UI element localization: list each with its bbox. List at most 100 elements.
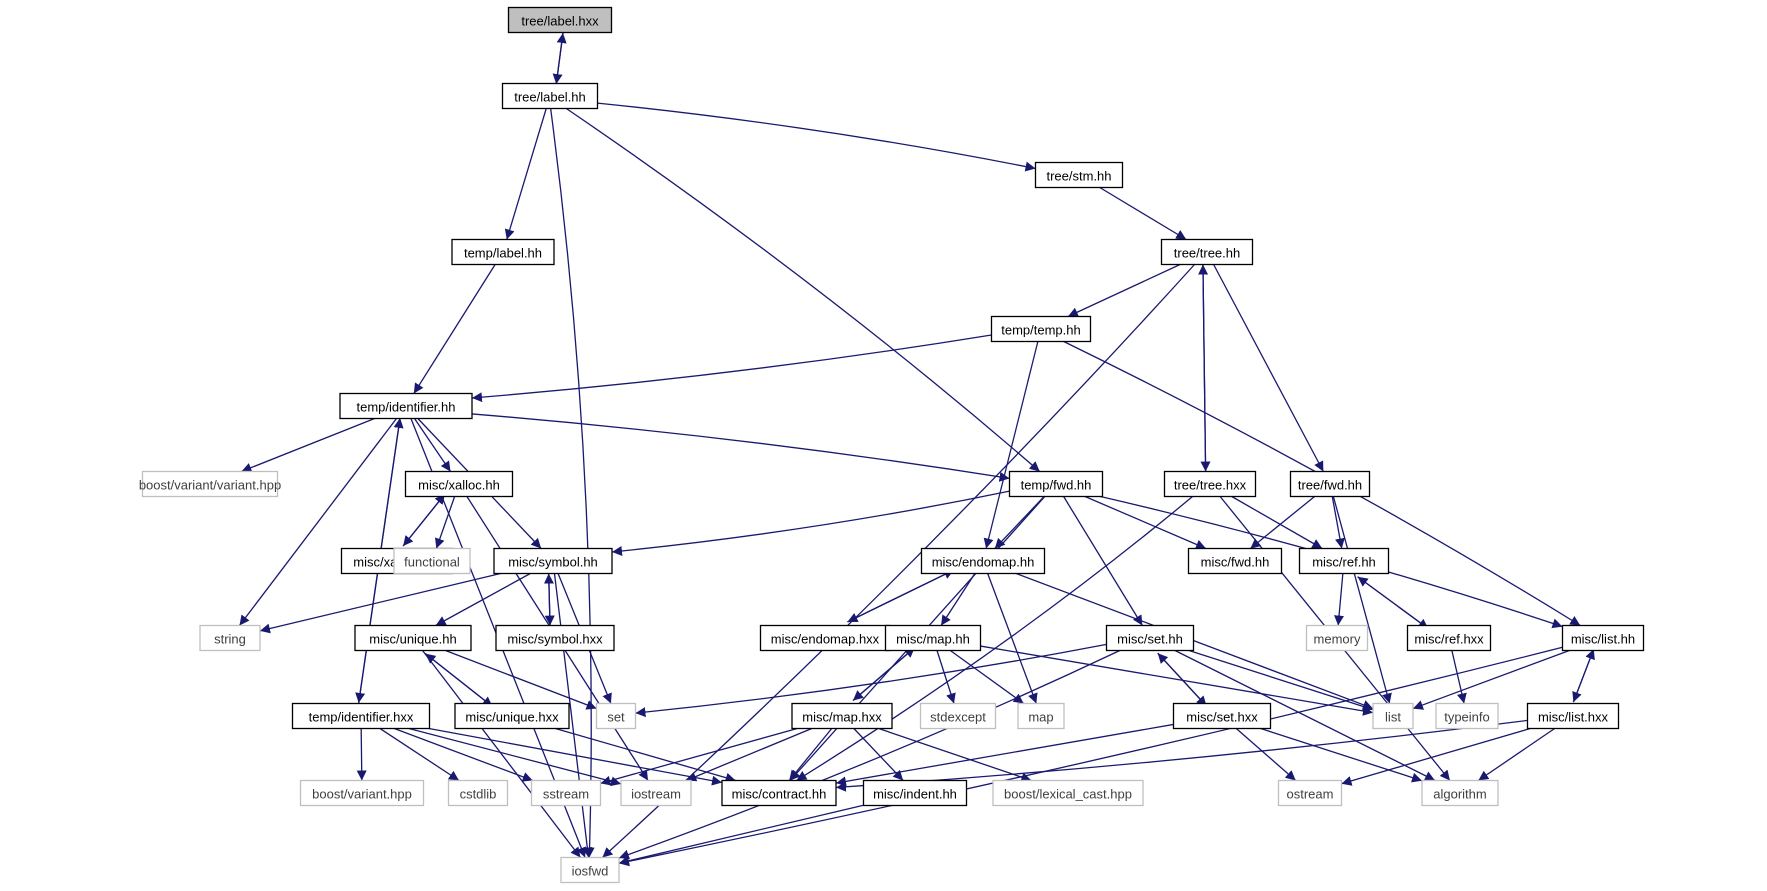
- edge-misc-list-hxx-to-algorithm: [1477, 727, 1556, 782]
- edge-tree-tree-hh-to-temp-temp-hh: [1067, 263, 1181, 318]
- edge-tree-label-hh-to-iosfwd: [550, 108, 595, 858]
- node-temp-identifier-hh[interactable]: temp/identifier.hh: [339, 392, 473, 420]
- node-box: [1277, 779, 1343, 807]
- node-box: [992, 779, 1144, 807]
- edge-temp-identifier-hxx-to-iostream: [408, 727, 622, 787]
- node-misc-contract-hh[interactable]: misc/contract.hh: [721, 779, 837, 807]
- edge-misc-set-hh-to-set: [635, 643, 1107, 718]
- edge-tree-label-hh-to-temp-fwd-hh: [565, 107, 1041, 472]
- edge-misc-endomap-hxx-to-misc-endomap-hh: [847, 569, 955, 623]
- edge-temp-temp-hh-to-misc-endomap-hh: [983, 341, 1039, 549]
- edge-misc-map-hxx-to-misc-map-hh: [852, 646, 916, 701]
- node-box: [199, 624, 261, 652]
- node-box: [791, 702, 893, 730]
- node-box: [354, 624, 472, 652]
- node-box: [447, 779, 509, 807]
- node-tree-tree-hxx[interactable]: tree/tree.hxx: [1163, 470, 1257, 498]
- node-box: [1298, 547, 1390, 575]
- node-memory: memory: [1305, 624, 1369, 652]
- edge-misc-set-hxx-to-misc-contract-hh: [835, 723, 1174, 787]
- edge-misc-unique-hh-to-iosfwd: [422, 650, 581, 858]
- node-misc-list-hh[interactable]: misc/list.hh: [1561, 624, 1645, 652]
- node-box: [1160, 238, 1254, 266]
- node-misc-unique-hxx[interactable]: misc/unique.hxx: [454, 702, 570, 730]
- node-misc-symbol-hxx[interactable]: misc/symbol.hxx: [495, 624, 615, 652]
- node-label: list: [1385, 710, 1401, 725]
- node-misc-map-hh[interactable]: misc/map.hh: [884, 624, 982, 652]
- node-tree-tree-hh[interactable]: tree/tree.hh: [1160, 238, 1254, 266]
- edge-misc-symbol-hh-to-misc-unique-hh: [435, 572, 531, 627]
- node-label: misc/map.hxx: [802, 710, 882, 725]
- node-box: [1421, 779, 1499, 807]
- node-functional: functional: [393, 547, 471, 575]
- edge-temp-identifier-hh-to-misc-xalloc-hh: [413, 418, 452, 472]
- node-label: algorithm: [1433, 787, 1486, 802]
- node-label: temp/fwd.hh: [1021, 478, 1092, 493]
- node-misc-endomap-hh[interactable]: misc/endomap.hh: [920, 547, 1046, 575]
- node-temp-fwd-hh[interactable]: temp/fwd.hh: [1008, 470, 1104, 498]
- node-label: tree/fwd.hh: [1298, 478, 1362, 493]
- node-misc-set-hh[interactable]: misc/set.hh: [1105, 624, 1195, 652]
- edge-misc-map-hh-to-list: [980, 645, 1374, 716]
- node-box: [1008, 470, 1104, 498]
- node-label: tree/label.hxx: [521, 14, 599, 29]
- node-tree-label-hh[interactable]: tree/label.hh: [501, 82, 599, 110]
- node-misc-ref-hh[interactable]: misc/ref.hh: [1298, 547, 1390, 575]
- node-box: [560, 856, 620, 884]
- node-label: temp/temp.hh: [1001, 323, 1081, 338]
- edge-misc-endomap-hh-to-map: [987, 573, 1038, 704]
- node-label: boost/variant.hpp: [312, 787, 412, 802]
- node-typeinfo: typeinfo: [1435, 702, 1499, 730]
- node-boost-variant-variant-hpp: boost/variant/variant.hpp: [139, 470, 281, 498]
- edge-tree-stm-hh-to-tree-tree-hh: [1099, 186, 1187, 241]
- node-misc-fwd-hh[interactable]: misc/fwd.hh: [1187, 547, 1283, 575]
- node-label: misc/ref.hxx: [1414, 632, 1484, 647]
- node-misc-set-hxx[interactable]: misc/set.hxx: [1172, 702, 1272, 730]
- node-label: temp/identifier.hh: [356, 400, 455, 415]
- node-box: [990, 315, 1092, 343]
- edge-tree-label-hh-to-tree-stm-hh: [597, 102, 1036, 172]
- node-label: misc/list.hh: [1571, 632, 1635, 647]
- node-label: memory: [1314, 632, 1361, 647]
- node-tree-stm-hh[interactable]: tree/stm.hh: [1034, 161, 1124, 189]
- node-box: [1435, 702, 1499, 730]
- edge-misc-set-hxx-to-algorithm: [1260, 727, 1423, 783]
- node-temp-identifier-hxx[interactable]: temp/identifier.hxx: [291, 702, 431, 730]
- node-tree-fwd-hh[interactable]: tree/fwd.hh: [1289, 470, 1371, 498]
- node-misc-ref-hxx[interactable]: misc/ref.hxx: [1406, 624, 1492, 652]
- node-label: boost/lexical_cast.hpp: [1004, 787, 1132, 802]
- node-string: string: [199, 624, 261, 652]
- node-label: iosfwd: [572, 864, 609, 879]
- node-misc-endomap-hxx[interactable]: misc/endomap.hxx: [759, 624, 891, 652]
- edge-tree-label-hh-to-tree-label-hxx: [555, 32, 567, 85]
- node-label: misc/symbol.hxx: [507, 632, 603, 647]
- node-label: tree/stm.hh: [1046, 169, 1111, 184]
- node-misc-map-hxx[interactable]: misc/map.hxx: [791, 702, 893, 730]
- edge-temp-fwd-hh-to-misc-set-hh: [1063, 496, 1143, 626]
- node-misc-xalloc-hh[interactable]: misc/xalloc.hh: [404, 470, 514, 498]
- node-label: tree/label.hh: [514, 90, 586, 105]
- node-stdexcept: stdexcept: [919, 702, 997, 730]
- node-misc-unique-hh[interactable]: misc/unique.hh: [354, 624, 472, 652]
- node-label: misc/list.hxx: [1538, 710, 1609, 725]
- node-box: [1526, 702, 1620, 730]
- node-temp-temp-hh[interactable]: temp/temp.hh: [990, 315, 1092, 343]
- edge-misc-list-hh-to-list: [1412, 649, 1570, 710]
- node-temp-label-hh[interactable]: temp/label.hh: [451, 238, 555, 266]
- node-label: misc/set.hh: [1117, 632, 1183, 647]
- node-misc-symbol-hh[interactable]: misc/symbol.hh: [493, 547, 613, 575]
- edge-misc-xalloc-hh-to-functional: [434, 496, 456, 549]
- node-tree-label-hxx[interactable]: tree/label.hxx: [507, 6, 613, 34]
- edge-misc-unique-hh-to-set: [445, 649, 597, 710]
- node-label: misc/unique.hxx: [465, 710, 559, 725]
- node-box: [1105, 624, 1195, 652]
- edge-tree-label-hh-to-temp-label-hh: [504, 108, 547, 240]
- edge-tree-fwd-hh-to-misc-ref-hh: [1331, 496, 1345, 549]
- edge-misc-endomap-hh-to-misc-map-hh: [940, 573, 976, 626]
- node-misc-indent-hh[interactable]: misc/indent.hh: [862, 779, 968, 807]
- node-ostream: ostream: [1277, 779, 1343, 807]
- node-box: [339, 392, 473, 420]
- node-box: [141, 470, 279, 498]
- node-misc-list-hxx[interactable]: misc/list.hxx: [1526, 702, 1620, 730]
- node-box: [620, 779, 692, 807]
